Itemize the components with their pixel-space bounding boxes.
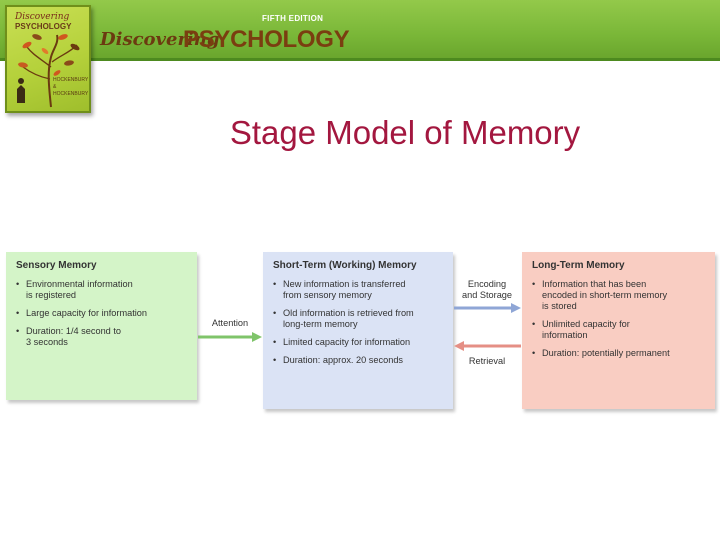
bullet-icon: • bbox=[16, 279, 20, 289]
tree-illustration bbox=[17, 34, 80, 108]
long-term-memory-list: •Information that has been encoded in sh… bbox=[532, 279, 705, 359]
slide-title: Stage Model of Memory bbox=[229, 114, 581, 151]
short-term-memory-list: •New information is transferred from sen… bbox=[273, 279, 443, 366]
bullet-icon: • bbox=[273, 337, 277, 347]
list-item: •Environmental information is registered bbox=[16, 279, 133, 300]
edition-label: FIFTH EDITION bbox=[262, 14, 324, 23]
list-item: •Information that has been encoded in sh… bbox=[532, 279, 668, 311]
short-term-memory-box: Short-Term (Working) Memory •New informa… bbox=[263, 252, 453, 409]
cover-title: Discovering PSYCHOLOGY bbox=[15, 12, 72, 31]
list-item: •Old information is retrieved from long-… bbox=[273, 308, 414, 329]
wordmark-discovering: Discovering bbox=[100, 29, 220, 50]
long-term-memory-box: Long-Term Memory •Information that has b… bbox=[522, 252, 715, 409]
retrieval-arrow bbox=[454, 341, 521, 351]
list-item: •Duration: 1/4 second to 3 seconds bbox=[16, 326, 121, 347]
attention-label: Attention bbox=[211, 318, 249, 328]
attention-arrow bbox=[198, 332, 262, 342]
bullet-icon: • bbox=[273, 308, 277, 318]
bullet-icon: • bbox=[16, 326, 20, 336]
retrieval-label: Retrieval bbox=[468, 356, 506, 366]
list-item: •Large capacity for information bbox=[16, 308, 148, 318]
sensory-memory-list: •Environmental information is registered… bbox=[16, 279, 187, 348]
bullet-icon: • bbox=[273, 279, 277, 289]
list-item: •Unlimited capacity for information bbox=[532, 319, 630, 340]
encoding-arrow-head bbox=[511, 303, 521, 313]
list-item: •New information is transferred from sen… bbox=[273, 279, 406, 300]
bullet-icon: • bbox=[532, 348, 536, 358]
bullet-icon: • bbox=[273, 355, 277, 365]
bullet-icon: • bbox=[532, 279, 536, 289]
list-item: •Limited capacity for information bbox=[273, 337, 411, 347]
bullet-icon: • bbox=[532, 319, 536, 329]
book-cover-image: Discovering PSYCHOLOGY HOCKENBURY & HOCK… bbox=[5, 5, 91, 113]
sensory-memory-title: Sensory Memory bbox=[16, 260, 97, 271]
retrieval-arrow-head bbox=[454, 341, 464, 351]
encoding-storage-label: Encoding and Storage bbox=[461, 279, 513, 300]
sensory-memory-box: Sensory Memory •Environmental informatio… bbox=[6, 252, 197, 400]
attention-arrow-head bbox=[252, 332, 262, 342]
long-term-memory-title: Long-Term Memory bbox=[532, 260, 625, 271]
header-band bbox=[0, 0, 720, 58]
encoding-arrow bbox=[454, 303, 521, 313]
list-item: •Duration: potentially permanent bbox=[532, 348, 670, 358]
header-divider bbox=[0, 58, 720, 61]
cover-authors: HOCKENBURY & HOCKENBURY bbox=[53, 77, 89, 97]
list-item: •Duration: approx. 20 seconds bbox=[273, 355, 404, 365]
short-term-memory-title: Short-Term (Working) Memory bbox=[273, 260, 417, 271]
wordmark-psychology: PSYCHOLOGY bbox=[183, 26, 350, 53]
bullet-icon: • bbox=[16, 308, 20, 318]
